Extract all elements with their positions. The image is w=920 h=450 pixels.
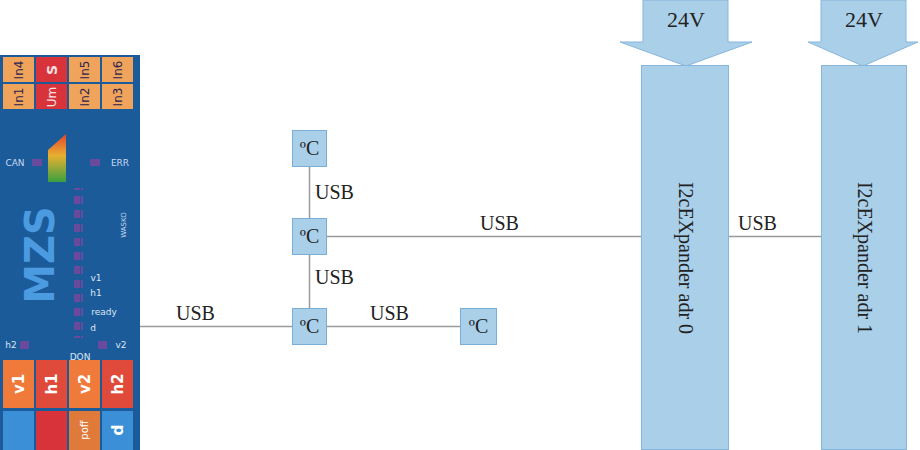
- sensor-label: ºC: [300, 137, 320, 160]
- device-label: In1: [13, 87, 25, 106]
- temperature-sensor: ºC: [292, 218, 327, 255]
- temperature-sensor: ºC: [460, 308, 497, 345]
- sensor-label: ºC: [300, 315, 320, 338]
- expander-name: I2cEXpander adr 1: [853, 181, 876, 333]
- usb-cable: [140, 326, 292, 328]
- device-label: h2: [110, 373, 125, 394]
- usb-cable: [327, 236, 641, 238]
- device-label: v1: [90, 274, 101, 283]
- device-label: In6: [112, 60, 124, 79]
- status-leds: [20, 159, 107, 349]
- usb-cable: [309, 255, 311, 308]
- device-label: h1: [90, 289, 101, 298]
- cable-label: USB: [736, 212, 779, 234]
- usb-cable: [309, 167, 311, 218]
- cable-label: USB: [313, 266, 356, 288]
- device-label: ready: [91, 308, 117, 317]
- device-label: d: [110, 424, 126, 435]
- cable-label: USB: [368, 302, 411, 324]
- expander-box: I2cEXpander adr 1: [821, 65, 907, 450]
- cable-label: USB: [313, 181, 356, 203]
- output-tiles: [3, 360, 133, 450]
- device-label: h2: [5, 341, 16, 350]
- device-label: poff: [80, 420, 90, 439]
- device-label: Um: [46, 86, 58, 106]
- cable-label: USB: [478, 212, 521, 234]
- device-label: In3: [112, 87, 124, 106]
- device-label: ERR: [111, 159, 129, 168]
- device-label: In4: [13, 60, 25, 79]
- device-label: h1: [44, 373, 59, 394]
- sensor-label: ºC: [300, 225, 320, 248]
- expander-name: I2cEXpander adr 0: [674, 181, 697, 333]
- device-label: In5: [79, 60, 91, 79]
- device-label: v2: [77, 374, 92, 394]
- device-label: S: [45, 64, 59, 74]
- expander-box: I2cEXpander adr 0: [641, 65, 729, 450]
- device-label: v1: [11, 374, 26, 394]
- usb-cable: [729, 236, 821, 238]
- device-label: DON: [70, 353, 91, 362]
- temperature-sensor: ºC: [292, 130, 327, 167]
- device-label: d: [90, 324, 96, 333]
- device-panel: [0, 55, 140, 450]
- device-label: v2: [115, 341, 126, 350]
- voltage-label: 24V: [845, 7, 883, 33]
- voltage-label: 24V: [667, 7, 705, 33]
- level-gauge: [48, 134, 66, 182]
- supply-arrow: [808, 0, 918, 66]
- device-label: In2: [79, 87, 91, 106]
- device-label: WASKO: [121, 212, 128, 238]
- supply-arrow: [620, 0, 752, 66]
- temperature-sensor: ºC: [292, 308, 327, 345]
- usb-cable: [327, 326, 460, 328]
- input-tiles: [3, 57, 133, 109]
- controller-device: In4 S In5 In6In1 Um In2 In3CAN ERR MZS WASKO v1 h1 r…: [0, 55, 140, 450]
- sensor-label: ºC: [469, 315, 489, 338]
- cable-label: USB: [174, 302, 217, 324]
- device-label: CAN: [5, 159, 24, 168]
- device-label: MZS: [20, 206, 60, 304]
